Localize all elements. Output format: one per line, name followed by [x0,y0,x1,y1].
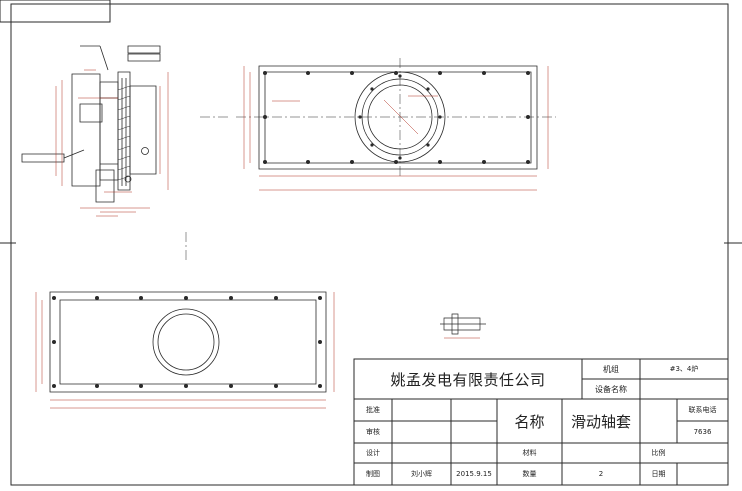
review-label: 审核 [366,428,380,436]
title-block-grid [354,359,728,485]
equipment-value [640,379,728,399]
drawer-name: 刘小辉 [411,470,432,478]
date-label: 日期 [651,470,666,478]
company-name: 姚孟发电有限责任公司 [390,370,546,389]
contact-value: 7636 [693,428,712,436]
material-label: 材料 [522,449,537,457]
equipment-label: 设备名称 [595,384,627,394]
top-view-dimensions [36,292,334,408]
machine-value: #3、4炉 [669,365,699,373]
section-dimensions [56,70,168,216]
design-label: 设计 [366,449,380,457]
qty-value: 2 [598,470,604,478]
contact-label: 联系电话 [688,406,717,414]
top-view-bore [153,309,219,375]
part-name: 滑动轴套 [570,412,631,431]
top-view [50,292,326,392]
draw-label: 制图 [366,470,380,478]
draw-date: 2015.9.15 [456,470,492,478]
ratio-label: 比例 [651,449,666,457]
machine-label: 机组 [603,364,619,374]
approve-label: 批准 [366,406,380,414]
top-view-bolt-holes [52,296,322,388]
small-detail-part [440,314,486,338]
name-label: 名称 [514,412,545,431]
front-view [259,66,537,169]
front-view-centerlines [186,58,556,262]
section-view [22,46,160,202]
front-view-dimensions [244,66,548,190]
corner-box [0,0,110,22]
qty-label: 数量 [522,470,537,478]
